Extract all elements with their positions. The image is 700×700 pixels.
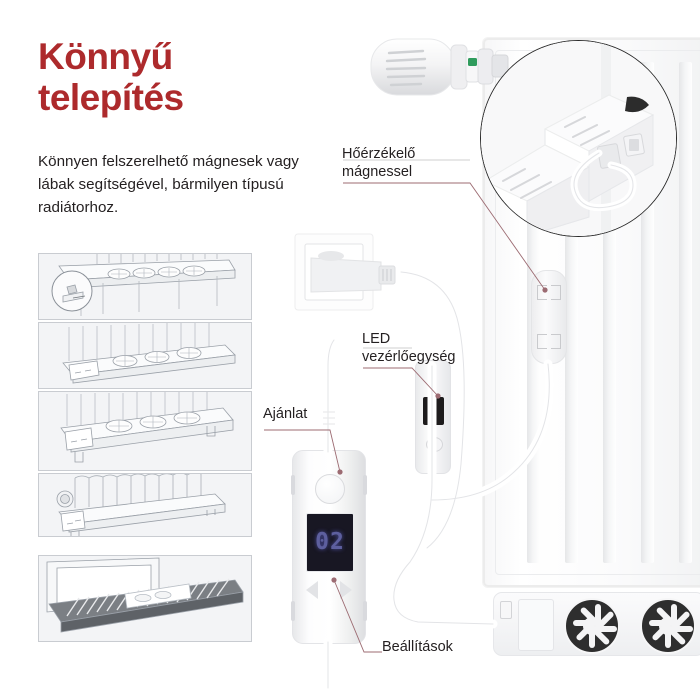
radiator-fan-unit [493,592,700,656]
page-title-line1: Könnyű [38,36,173,77]
bracket-clip [551,334,561,349]
main-controller[interactable]: 02 [291,450,367,644]
fan-unit-connector [500,601,512,619]
display-value: 02 [315,529,345,555]
thumb3-art [60,392,234,463]
controller-side-rib [363,475,367,495]
callout-settings: Beállítások [382,639,453,655]
installation-scene: 02 [255,0,700,700]
controller-side-rib [363,601,367,621]
magnified-sensor-inset [480,40,677,237]
led-indicator-window [423,397,444,425]
controller-side-rib [291,601,295,621]
led-unit-button[interactable] [426,437,443,452]
thumbnail-fan-unit-top [38,322,252,389]
controller-display: 02 [306,513,354,572]
thumbnail-radiator-fan-detail [38,253,252,320]
power-button[interactable] [315,474,345,504]
bracket-clip [537,334,547,349]
fan-2 [640,598,696,654]
page-title-line2: telepítés [38,77,184,119]
body-paragraph: Könnyen felszerelhető mágnesek vagy lába… [38,153,299,217]
fan-blade [589,626,595,648]
bracket-clip [537,285,547,300]
thumbnail-floor-convector [38,555,252,642]
controller-side-rib [291,475,295,495]
thumb5-art [46,557,244,633]
inline-led-control-unit[interactable] [415,360,451,474]
inset-art [481,41,676,236]
thumbnail-column-radiator [38,473,252,537]
valve-art [370,38,509,96]
thumb1-art [51,254,236,316]
thermal-sensor-bracket [531,270,567,364]
thumbnail-fan-unit-mounted [38,391,252,471]
increase-button[interactable] [340,581,352,599]
socket-art [294,233,396,311]
wall-socket-with-plug [293,232,405,318]
callout-led-control-unit: LED vezérlőegység [362,331,456,366]
thumb2-art [62,323,236,384]
thermostatic-valve-head [367,25,515,107]
fan-blade [665,626,671,648]
thumb4-art [56,474,226,536]
callout-thermal-sensor: Hőérzékelő mágnessel [342,146,416,181]
bracket-clip [551,285,561,300]
page-title: Könnyű telepítés [38,36,338,119]
fan-unit-body-panel [518,599,554,651]
decrease-button[interactable] [306,581,318,599]
callout-recommendation: Ajánlat [263,406,308,422]
radiator-groove [679,62,692,563]
fan-1 [564,598,620,654]
